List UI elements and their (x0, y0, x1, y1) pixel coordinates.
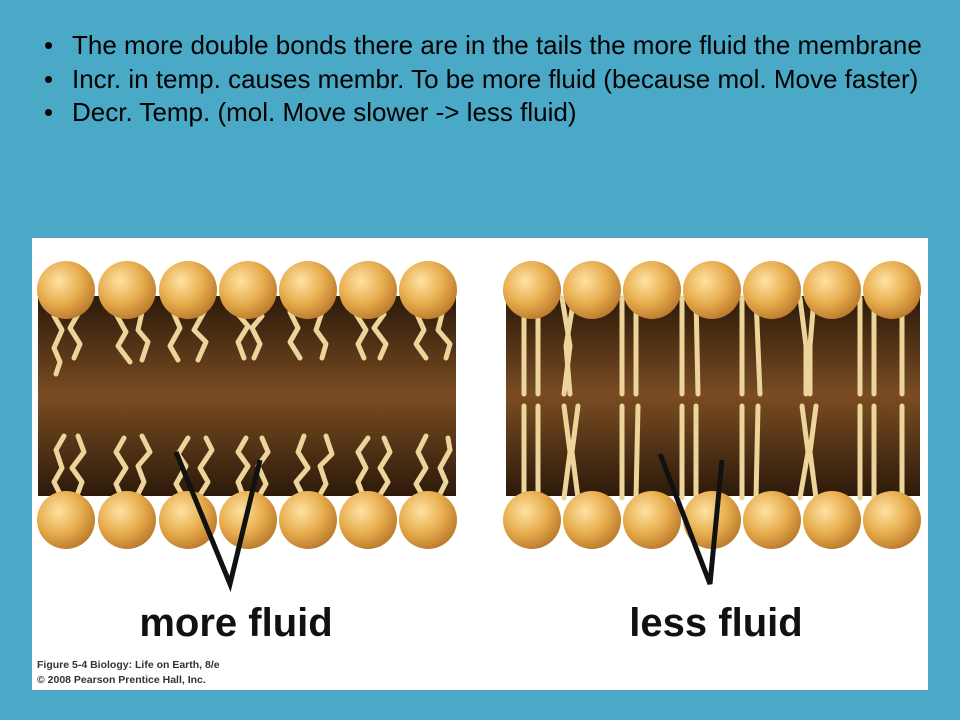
membrane-figure: more fluid less fluid Figure 5-4 Biology… (32, 238, 928, 690)
figure-caption: Figure 5-4 Biology: Life on Earth, 8/e (37, 659, 220, 671)
right-top-heads (503, 261, 921, 319)
more-fluid-bilayer (37, 261, 457, 593)
more-fluid-label: more fluid (139, 601, 332, 645)
bullet-increase-temp: Incr. in temp. causes membr. To be more … (44, 64, 924, 96)
bullet-decrease-temp: Decr. Temp. (mol. Move slower -> less fl… (44, 97, 924, 129)
membrane-illustration: more fluid less fluid (37, 261, 921, 645)
less-fluid-label: less fluid (629, 601, 802, 645)
left-bottom-heads (37, 491, 457, 549)
figure-copyright: © 2008 Pearson Prentice Hall, Inc. (37, 674, 206, 686)
left-pointer-lines (173, 451, 263, 593)
right-pointer-lines (657, 453, 725, 585)
bullet-list: The more double bonds there are in the t… (44, 30, 924, 131)
left-top-heads (37, 261, 457, 319)
bullet-double-bonds: The more double bonds there are in the t… (44, 30, 924, 62)
right-bottom-heads (503, 491, 921, 549)
less-fluid-bilayer (503, 261, 921, 585)
